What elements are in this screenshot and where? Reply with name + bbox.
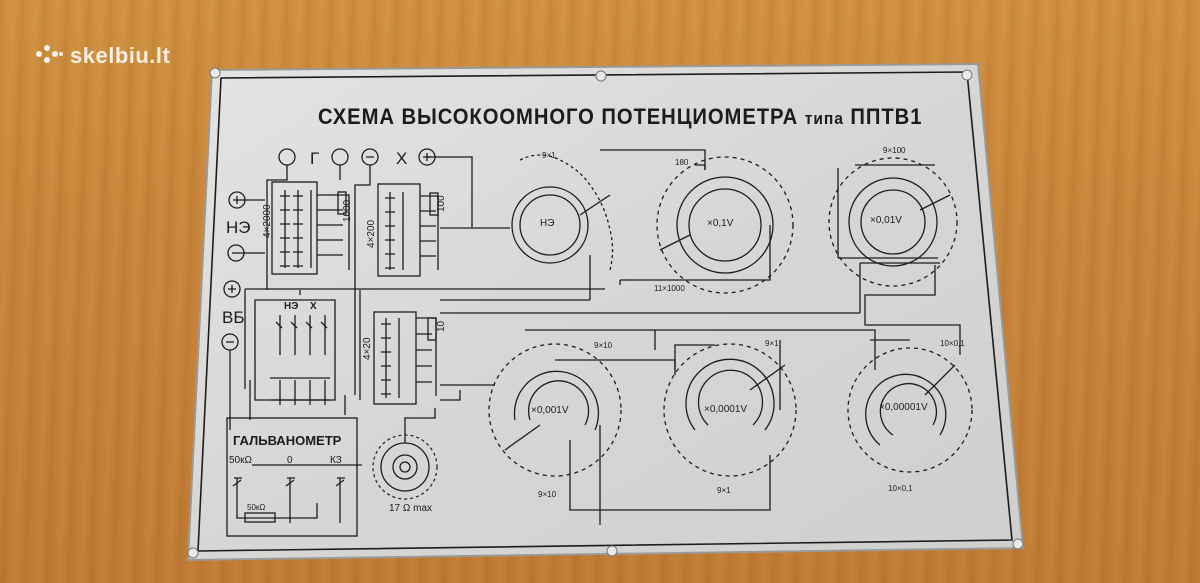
dial1-center: НЭ xyxy=(540,218,555,229)
dial-ne xyxy=(511,154,614,271)
dial6-center: ×0,00001V xyxy=(879,402,928,413)
dial2-top: 180 xyxy=(675,158,689,167)
dial5-bottom: 9×1 xyxy=(717,486,731,495)
dial6-top: 10×0,1 xyxy=(940,339,965,348)
rheostat-teeth xyxy=(372,434,438,500)
dial-x0001v xyxy=(488,343,622,477)
terminal-ne-label: НЭ xyxy=(226,218,251,237)
rheostat-label: 17 Ω max xyxy=(389,503,433,514)
dial-x001v xyxy=(828,157,958,287)
metal-plate xyxy=(186,62,1025,562)
bank3-total-label: 10 xyxy=(436,320,447,332)
galvanometer-resistor-label: 50кΩ xyxy=(247,503,266,512)
galvanometer-right-label: КЗ xyxy=(330,455,342,466)
bank2-label: 4×200 xyxy=(366,219,377,248)
circuit-lines xyxy=(221,148,961,537)
watermark-logo-icon xyxy=(34,43,64,71)
dial3-center: ×0,01V xyxy=(870,215,902,226)
galvanometer-center-label: 0 xyxy=(287,455,293,466)
watermark-text: skelbiu.lt xyxy=(70,43,171,68)
dial4-center: ×0,001V xyxy=(531,405,569,416)
bank2-total-label: 100 xyxy=(436,195,447,212)
screws xyxy=(187,67,1024,559)
dial3-top: 9×100 xyxy=(883,146,906,155)
dial4-top: 9×10 xyxy=(594,341,613,350)
dial-x01v xyxy=(656,156,794,294)
terminal-x-label: Х xyxy=(396,149,408,168)
dial5-top: 9×1 xyxy=(765,339,779,348)
terminal-vb-label: ВБ xyxy=(222,308,245,327)
galvanometer-left-label: 50кΩ xyxy=(229,455,252,466)
dial-x00001v xyxy=(663,343,797,477)
dial4-bottom: 9×10 xyxy=(538,490,557,499)
dial1-top: 9×1 xyxy=(542,151,556,160)
dial5-center: ×0,0001V xyxy=(704,404,748,415)
bank1-label: 4×2000 xyxy=(262,204,273,238)
dial6-bottom: 10×0,1 xyxy=(888,484,913,493)
bank1-total-label: 1000 xyxy=(342,199,353,222)
switch-ne-label: НЭ xyxy=(284,301,299,312)
dial2-center: ×0,1V xyxy=(707,218,734,229)
bank3-label: 4×20 xyxy=(362,337,373,360)
watermark: skelbiu.lt xyxy=(34,43,170,71)
terminal-g-label: Г xyxy=(310,149,320,168)
galvanometer-title: ГАЛЬВАНОМЕТР xyxy=(233,433,342,448)
dial-x000001v xyxy=(847,347,973,473)
switch-x-label: Х xyxy=(310,301,317,312)
plate-title: СХЕМА ВЫСОКООМНОГО ПОТЕНЦИОМЕТРА типа ПП… xyxy=(318,104,923,129)
dial2-bottom: 11×1000 xyxy=(654,284,685,293)
plate-border xyxy=(197,71,1013,552)
